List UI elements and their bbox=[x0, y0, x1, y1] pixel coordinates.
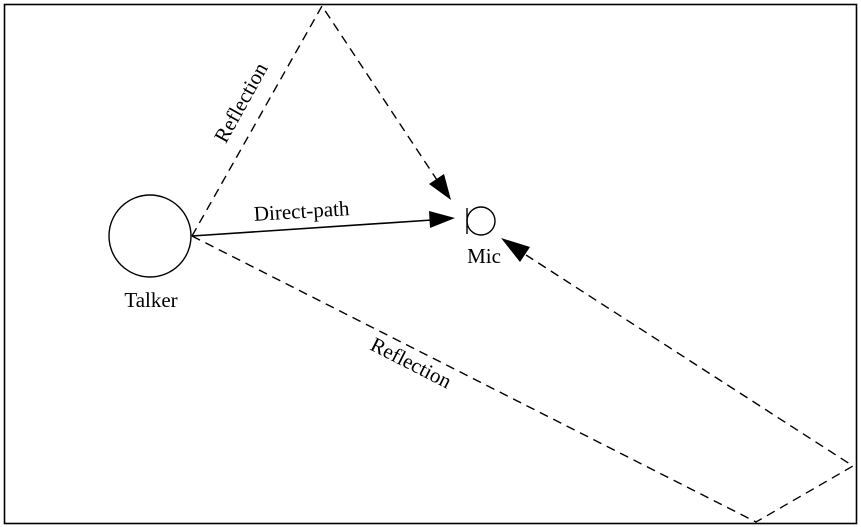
reflection-bottom-path bbox=[191, 235, 855, 523]
direct-path-arrowhead bbox=[429, 211, 455, 228]
reflection-bottom-label: Reflection bbox=[367, 332, 456, 393]
direct-path-label: Direct-path bbox=[253, 196, 350, 226]
mic-circle bbox=[466, 206, 496, 236]
reflection-bottom-arrowhead bbox=[501, 238, 530, 262]
mic-label: Mic bbox=[467, 244, 501, 268]
talker-circle bbox=[108, 194, 192, 278]
reflection-top-arrowhead bbox=[429, 174, 451, 200]
direct-path-line bbox=[191, 219, 433, 237]
room-boundary bbox=[3, 3, 858, 525]
talker-label: Talker bbox=[124, 288, 177, 312]
reflection-top-label: Reflection bbox=[209, 58, 273, 147]
